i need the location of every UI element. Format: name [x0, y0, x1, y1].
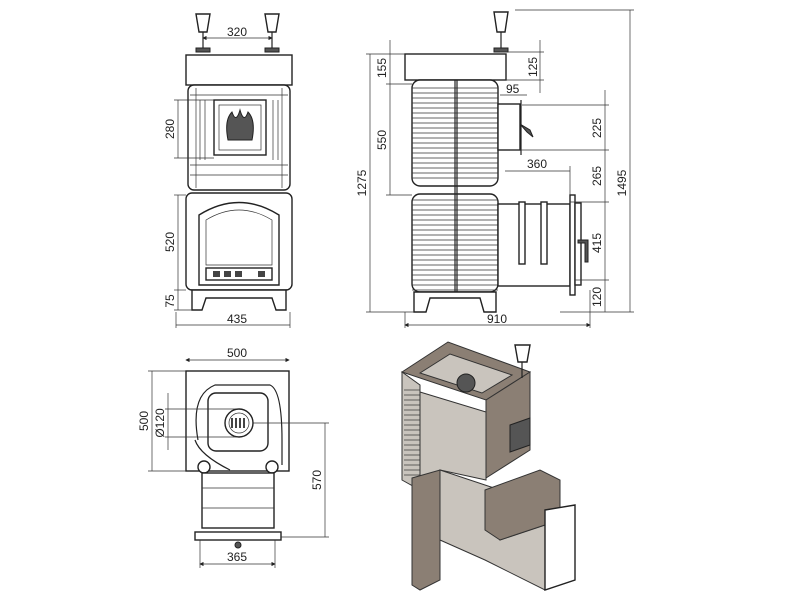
dim-front-legs: 75: [163, 294, 177, 308]
dim-side-total-body: 1275: [355, 169, 369, 196]
firebox-door-side: [569, 194, 576, 296]
dim-front-firebox: 520: [163, 232, 177, 252]
dim-top-depth: 500: [137, 411, 151, 431]
stove-legs: [191, 289, 287, 311]
dim-front-upper-door: 280: [163, 119, 177, 139]
dim-front-chimney-spacing: 320: [227, 25, 247, 39]
dim-side-door-offset: 95: [506, 82, 520, 96]
dim-side-total-depth: 910: [487, 312, 507, 326]
dim-side-upper-door: 225: [590, 118, 604, 138]
top-cap: [404, 53, 507, 81]
dragon-emblem-icon: [226, 108, 254, 141]
dim-top-width: 500: [227, 346, 247, 360]
chimney-holder-icon: [514, 344, 531, 363]
front-view: 320 280 520 75 435: [163, 13, 293, 328]
dim-front-width: 435: [227, 312, 247, 326]
dim-side-cap: 155: [375, 58, 389, 78]
firebox-top: [201, 472, 275, 529]
dim-side-chimney-offset: 125: [526, 57, 540, 77]
dim-side-firebox-door: 415: [590, 233, 604, 253]
chimney-holder-icon: [493, 11, 509, 53]
dim-side-base: 120: [590, 287, 604, 307]
firebox-extension: [497, 203, 571, 287]
dim-top-firebox-width: 365: [227, 550, 247, 564]
dim-top-flue-to-front: 570: [310, 470, 324, 490]
dim-side-gap: 265: [590, 166, 604, 186]
dim-side-upper-section: 550: [375, 130, 389, 150]
chimney-holder-icon: [195, 13, 280, 53]
firebox-door-iso: [544, 504, 576, 591]
top-view: 500 500 Ø120 570 365: [137, 346, 329, 568]
upper-door-box: [497, 103, 521, 151]
dim-side-firebox-depth: 360: [527, 157, 547, 171]
firebox-door: [198, 201, 280, 286]
top-cap: [185, 54, 293, 86]
side-view: 1275 155 550 125 95 225 265 415 120 1495…: [355, 9, 634, 328]
dim-side-total-height: 1495: [615, 169, 629, 196]
isometric-cutaway: [400, 341, 576, 591]
stove-legs: [413, 291, 497, 313]
dim-top-flue-diameter: Ø120: [153, 408, 167, 438]
